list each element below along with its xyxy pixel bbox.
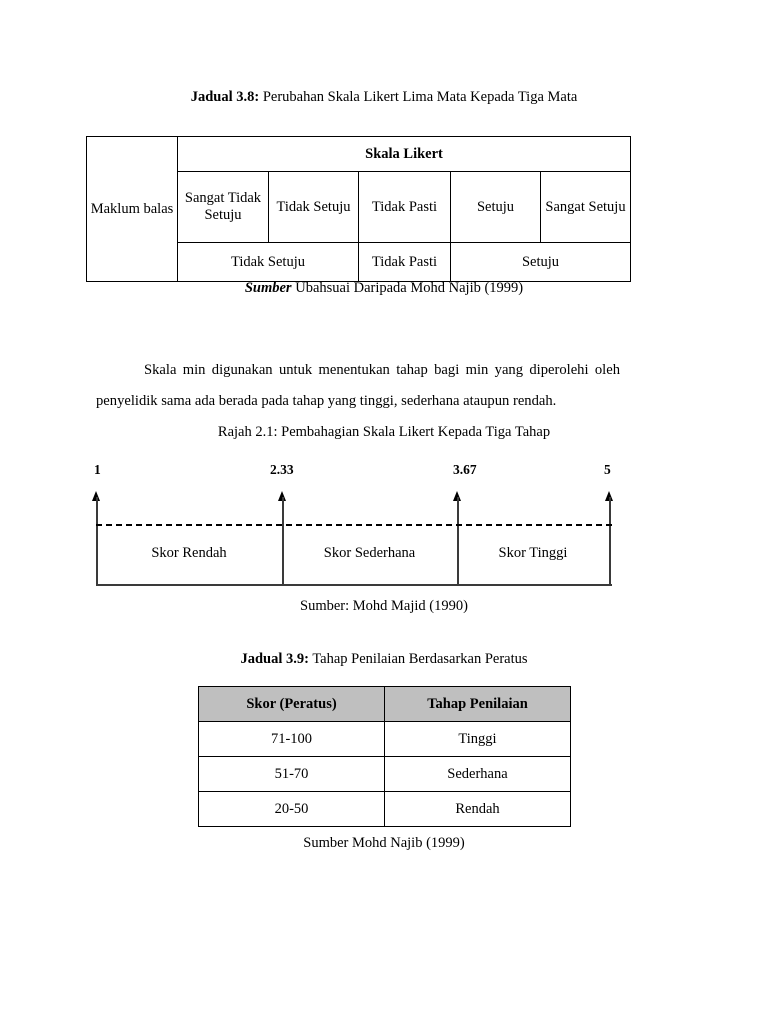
cell-three-point-1: Tidak Pasti (358, 242, 451, 282)
cell-five-point-2: Tidak Pasti (358, 171, 451, 243)
caption-jadual-3-8-text: Perubahan Skala Likert Lima Mata Kepada … (259, 89, 578, 105)
arrow-up-icon (278, 491, 286, 501)
cell-maklum-balas: Maklum balas (86, 136, 178, 282)
column-header-tahap-penilaian: Tahap Penilaian (384, 686, 571, 722)
scale-axis-line-5 (608, 497, 611, 585)
source-note-1-label: Sumber (244, 280, 292, 296)
table-header-row: Skor (Peratus) Tahap Penilaian (198, 686, 571, 722)
table-tahap-penilaian: Skor (Peratus) Tahap Penilaian 71-100 Ti… (198, 686, 571, 827)
table-row: Sangat Tidak Setuju Tidak Setuju Tidak P… (87, 171, 632, 243)
arrow-up-icon (92, 491, 100, 501)
source-note-1-text: Ubahsuai Daripada Mohd Najib (1999) (291, 280, 524, 296)
scale-tick-label-1: 1 (94, 462, 101, 477)
scale-band-skor-tinggi: Skor Tinggi (498, 545, 568, 561)
scale-tick-label-2-33: 2.33 (270, 462, 294, 477)
cell-five-point-0: Sangat Tidak Setuju (177, 171, 269, 243)
scale-dashed-divider (96, 524, 612, 526)
caption-jadual-3-8-label: Jadual 3.8: (190, 89, 260, 105)
scale-axis-line-2-33 (281, 497, 284, 585)
cell-skor-1: 51-70 (198, 756, 385, 792)
cell-five-point-1: Tidak Setuju (268, 171, 359, 243)
likert-scale-diagram: 1 2.33 3.67 5 Skor Rendah Skor Sederhana… (86, 462, 626, 590)
cell-five-point-4: Sangat Setuju (539, 171, 632, 243)
scale-band-skor-sederhana: Skor Sederhana (323, 545, 416, 561)
table-row: Tidak Setuju Tidak Pasti Setuju (87, 242, 632, 282)
scale-axis-line-3-67 (456, 497, 459, 585)
scale-tick-label-3-67: 3.67 (453, 462, 477, 477)
scale-band-skor-rendah: Skor Rendah (151, 545, 227, 561)
scale-axis-line-1 (95, 497, 98, 585)
cell-five-point-3: Setuju (450, 171, 541, 243)
source-note-1: Sumber Ubahsuai Daripada Mohd Najib (199… (0, 279, 768, 298)
arrow-up-icon (605, 491, 613, 501)
table-row: Maklum balas Skala Likert (86, 136, 632, 282)
caption-jadual-3-9-text: Tahap Penilaian Berdasarkan Peratus (308, 651, 528, 667)
cell-tahap-0: Tinggi (384, 721, 571, 757)
table-row: 71-100 Tinggi (198, 721, 571, 757)
cell-skala-likert-header: Skala Likert (176, 136, 632, 172)
source-note-2: Sumber: Mohd Majid (1990) (300, 598, 468, 614)
cell-skor-0: 71-100 (198, 721, 385, 757)
cell-tahap-1: Sederhana (384, 756, 571, 792)
column-header-skor-peratus: Skor (Peratus) (198, 686, 385, 722)
table-row: 51-70 Sederhana (198, 756, 571, 792)
caption-rajah-2-1: Rajah 2.1: Pembahagian Skala Likert Kepa… (217, 424, 551, 440)
cell-skor-2: 20-50 (198, 791, 385, 827)
body-paragraph: Skala min digunakan untuk menentukan tah… (96, 361, 620, 409)
caption-jadual-3-9: Jadual 3.9: Tahap Penilaian Berdasarkan … (0, 650, 768, 669)
scale-tick-label-5: 5 (604, 462, 611, 477)
cell-tahap-2: Rendah (384, 791, 571, 827)
table-skala-likert: Maklum balas Skala Likert Sangat Tidak S… (86, 136, 632, 282)
table-row: 20-50 Rendah (198, 791, 571, 827)
source-note-3: Sumber Mohd Najib (1999) (303, 835, 465, 851)
arrow-up-icon (453, 491, 461, 501)
cell-three-point-2: Setuju (449, 242, 632, 282)
caption-jadual-3-9-label: Jadual 3.9: (240, 651, 309, 667)
caption-jadual-3-8: Jadual 3.8: Perubahan Skala Likert Lima … (0, 88, 768, 106)
cell-three-point-0: Tidak Setuju (177, 242, 359, 282)
scale-baseline (96, 584, 612, 586)
